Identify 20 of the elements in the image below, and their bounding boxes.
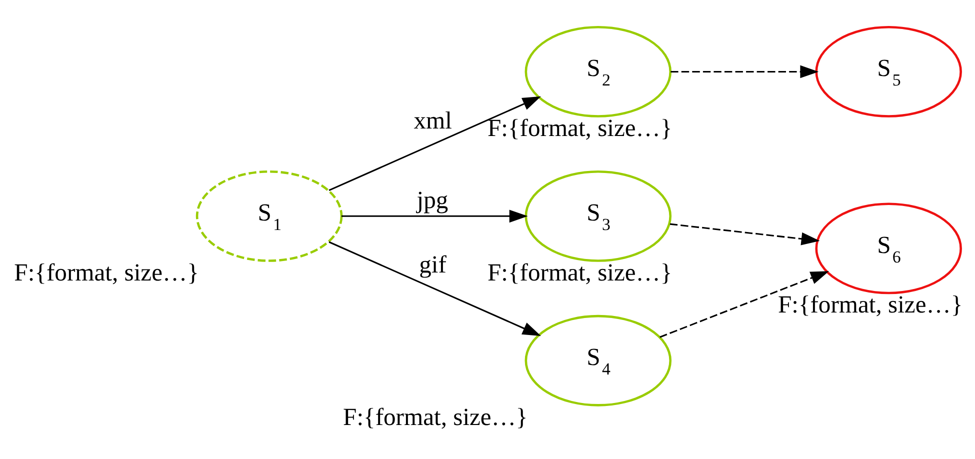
node-ellipse: S$_{1}$ <box>196 170 343 262</box>
arrow <box>660 270 830 338</box>
arrow <box>670 64 819 78</box>
node-ellipse: S$_{3}$ <box>524 170 672 262</box>
edge-label: gif <box>419 251 446 278</box>
edge-label: jpg <box>416 186 448 214</box>
node-label: F:{format, size…} <box>778 291 963 318</box>
node-ellipse: S$_{5}$ <box>815 26 962 117</box>
node-ellipse: S$_{2}$ <box>524 26 672 117</box>
node-label: F:{format, size…} <box>343 403 528 430</box>
node-ellipse: S$_{6}$ <box>815 202 962 294</box>
node-label: F:{format, size…} <box>488 114 672 142</box>
arrow <box>670 222 820 245</box>
arrow <box>328 96 541 191</box>
node-label: F:{format, size…} <box>14 258 199 286</box>
node-label: F:{format, size…} <box>488 258 672 286</box>
node-ellipse: S$_{4}$ <box>524 314 672 406</box>
arrow <box>342 209 528 222</box>
arrow <box>328 240 541 336</box>
edge-label: xml <box>414 106 452 134</box>
